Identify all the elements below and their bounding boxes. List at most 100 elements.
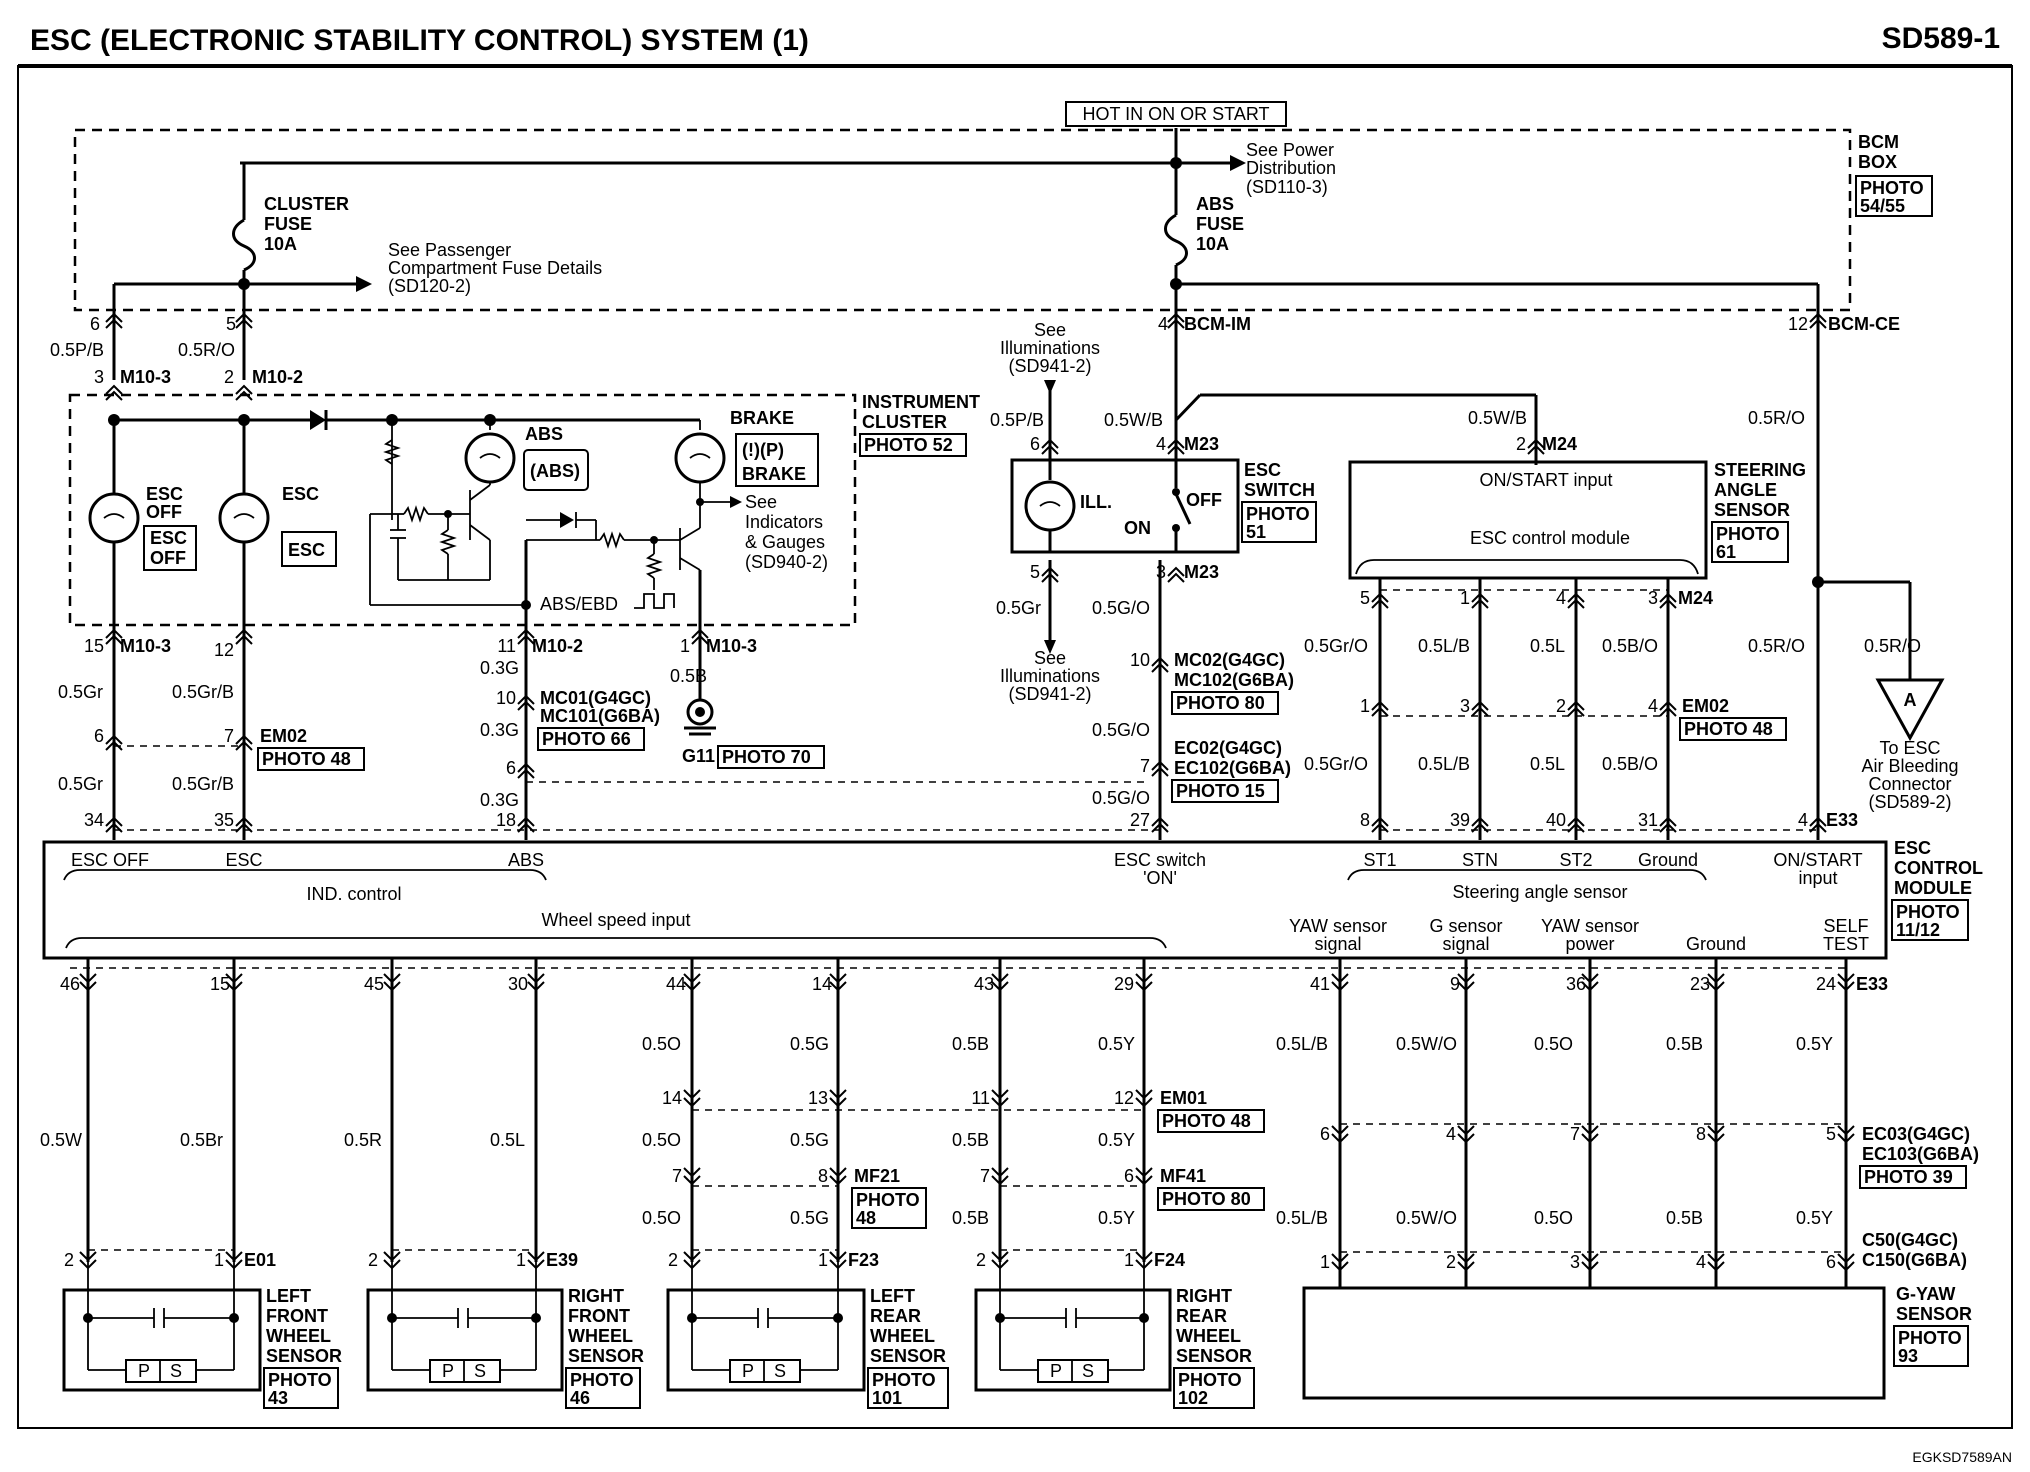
brake-lamp-icon [674, 432, 726, 484]
svg-text:signal: signal [1314, 934, 1361, 954]
svg-text:0.5R: 0.5R [344, 1130, 382, 1150]
svg-text:ESC switch: ESC switch [1114, 850, 1206, 870]
svg-text:0.5B/O: 0.5B/O [1602, 754, 1658, 774]
svg-text:3: 3 [1460, 696, 1470, 716]
connector-chevron-icon [1041, 438, 1059, 455]
svg-text:(SD940-2): (SD940-2) [745, 552, 828, 572]
connector-chevron-icon [1371, 816, 1389, 833]
svg-text:M10-3: M10-3 [120, 636, 171, 656]
svg-text:3: 3 [1570, 1252, 1580, 1272]
svg-text:7: 7 [1140, 756, 1150, 776]
connector-chevron-icon [1707, 1253, 1725, 1272]
svg-text:7: 7 [980, 1166, 990, 1186]
svg-text:46: 46 [570, 1388, 590, 1408]
svg-text:G11: G11 [682, 746, 715, 766]
svg-text:G-YAW: G-YAW [1896, 1284, 1955, 1304]
esc-lamp-icon [218, 492, 270, 544]
svg-text:P: P [138, 1361, 150, 1381]
svg-text:10A: 10A [264, 234, 297, 254]
svg-text:E01: E01 [244, 1250, 276, 1270]
svg-text:MF41: MF41 [1160, 1166, 1206, 1186]
connector-chevron-icon [1167, 312, 1185, 329]
connector-chevron-icon [517, 762, 535, 779]
svg-text:WHEEL: WHEEL [1176, 1326, 1241, 1346]
svg-text:93: 93 [1898, 1346, 1918, 1366]
svg-text:0.5B: 0.5B [952, 1208, 989, 1228]
connector-chevron-icon [105, 312, 123, 329]
steering-angle-sensor: ON/START input ESC control module STEERI… [1348, 460, 1806, 580]
svg-text:'ON': 'ON' [1143, 868, 1177, 888]
svg-text:43: 43 [974, 974, 994, 994]
svg-text:S: S [774, 1361, 786, 1381]
svg-text:See Power: See Power [1246, 140, 1334, 160]
svg-text:M10-3: M10-3 [120, 367, 171, 387]
connector-chevron-icon [527, 1251, 545, 1270]
bcm-photo-2: 54/55 [1860, 196, 1905, 216]
svg-text:ESC OFF: ESC OFF [71, 850, 149, 870]
svg-text:10: 10 [496, 688, 516, 708]
svg-text:102: 102 [1178, 1388, 1208, 1408]
esc-switch: ILL. OFF ON ESC SWITCH PHOTO 51 [1010, 458, 1317, 554]
svg-text:0.5B: 0.5B [1666, 1034, 1703, 1054]
svg-text:46: 46 [60, 974, 80, 994]
power-arrow-icon [1230, 155, 1246, 171]
svg-text:0.5Gr/O: 0.5Gr/O [1304, 754, 1368, 774]
connector-chevron-icon [829, 1167, 847, 1186]
connector-chevrons [79, 312, 1855, 1272]
svg-text:31: 31 [1638, 810, 1658, 830]
bcm-im-label: BCM-IM [1184, 314, 1251, 334]
svg-text:ESC: ESC [1244, 460, 1281, 480]
svg-text:0.5Gr: 0.5Gr [58, 682, 103, 702]
resistor-icon [383, 439, 401, 465]
svg-text:18: 18 [496, 810, 516, 830]
svg-text:4: 4 [1156, 434, 1166, 454]
svg-text:ESC: ESC [146, 484, 183, 504]
svg-text:0.5G: 0.5G [790, 1034, 829, 1054]
connector-chevron-icon [235, 312, 253, 329]
connector-chevron-icon [829, 973, 847, 992]
connector-chevron-icon [1707, 973, 1725, 992]
svg-text:1: 1 [516, 1250, 526, 1270]
svg-text:input: input [1798, 868, 1837, 888]
svg-text:7: 7 [224, 726, 234, 746]
svg-text:Indicators: Indicators [745, 512, 823, 532]
svg-text:EC02(G4GC): EC02(G4GC) [1174, 738, 1282, 758]
svg-text:6: 6 [506, 758, 516, 778]
svg-text:ABS: ABS [508, 850, 544, 870]
connector-chevron-icon [1567, 700, 1585, 717]
svg-text:WHEEL: WHEEL [266, 1326, 331, 1346]
svg-text:M23: M23 [1184, 562, 1219, 582]
svg-text:0.5B: 0.5B [952, 1034, 989, 1054]
svg-text:M24: M24 [1678, 588, 1713, 608]
svg-text:1: 1 [214, 1250, 224, 1270]
svg-text:SENSOR: SENSOR [1714, 500, 1790, 520]
svg-text:SELF: SELF [1823, 916, 1868, 936]
connector-chevron-icon [1659, 700, 1677, 717]
connector-chevron-icon [991, 1167, 1009, 1186]
svg-text:WHEEL: WHEEL [870, 1326, 935, 1346]
svg-text:See: See [1034, 648, 1066, 668]
svg-text:RIGHT: RIGHT [1176, 1286, 1232, 1306]
svg-text:0.5B: 0.5B [1666, 1208, 1703, 1228]
svg-text:12: 12 [1788, 314, 1808, 334]
connector-chevron-icon [1837, 1125, 1855, 1144]
svg-text:ABS/EBD: ABS/EBD [540, 594, 618, 614]
connector-chevron-icon [1809, 816, 1827, 833]
svg-text:14: 14 [662, 1088, 682, 1108]
svg-text:MC01(G4GC): MC01(G4GC) [540, 688, 651, 708]
svg-text:A: A [1904, 690, 1917, 710]
svg-text:36: 36 [1566, 974, 1586, 994]
svg-text:0.5O: 0.5O [1534, 1208, 1573, 1228]
svg-text:11: 11 [971, 1088, 990, 1108]
svg-text:0.5P/B: 0.5P/B [990, 410, 1044, 430]
bcm-box-label-1: BCM [1858, 132, 1899, 152]
svg-text:2: 2 [224, 367, 234, 387]
svg-text:MC102(G6BA): MC102(G6BA) [1174, 670, 1294, 690]
svg-text:0.5W/O: 0.5W/O [1396, 1034, 1457, 1054]
svg-text:ESC control module: ESC control module [1470, 528, 1630, 548]
connector-chevron-icon [1809, 312, 1827, 329]
svg-text:1: 1 [1124, 1250, 1134, 1270]
svg-text:CONTROL: CONTROL [1894, 858, 1983, 878]
